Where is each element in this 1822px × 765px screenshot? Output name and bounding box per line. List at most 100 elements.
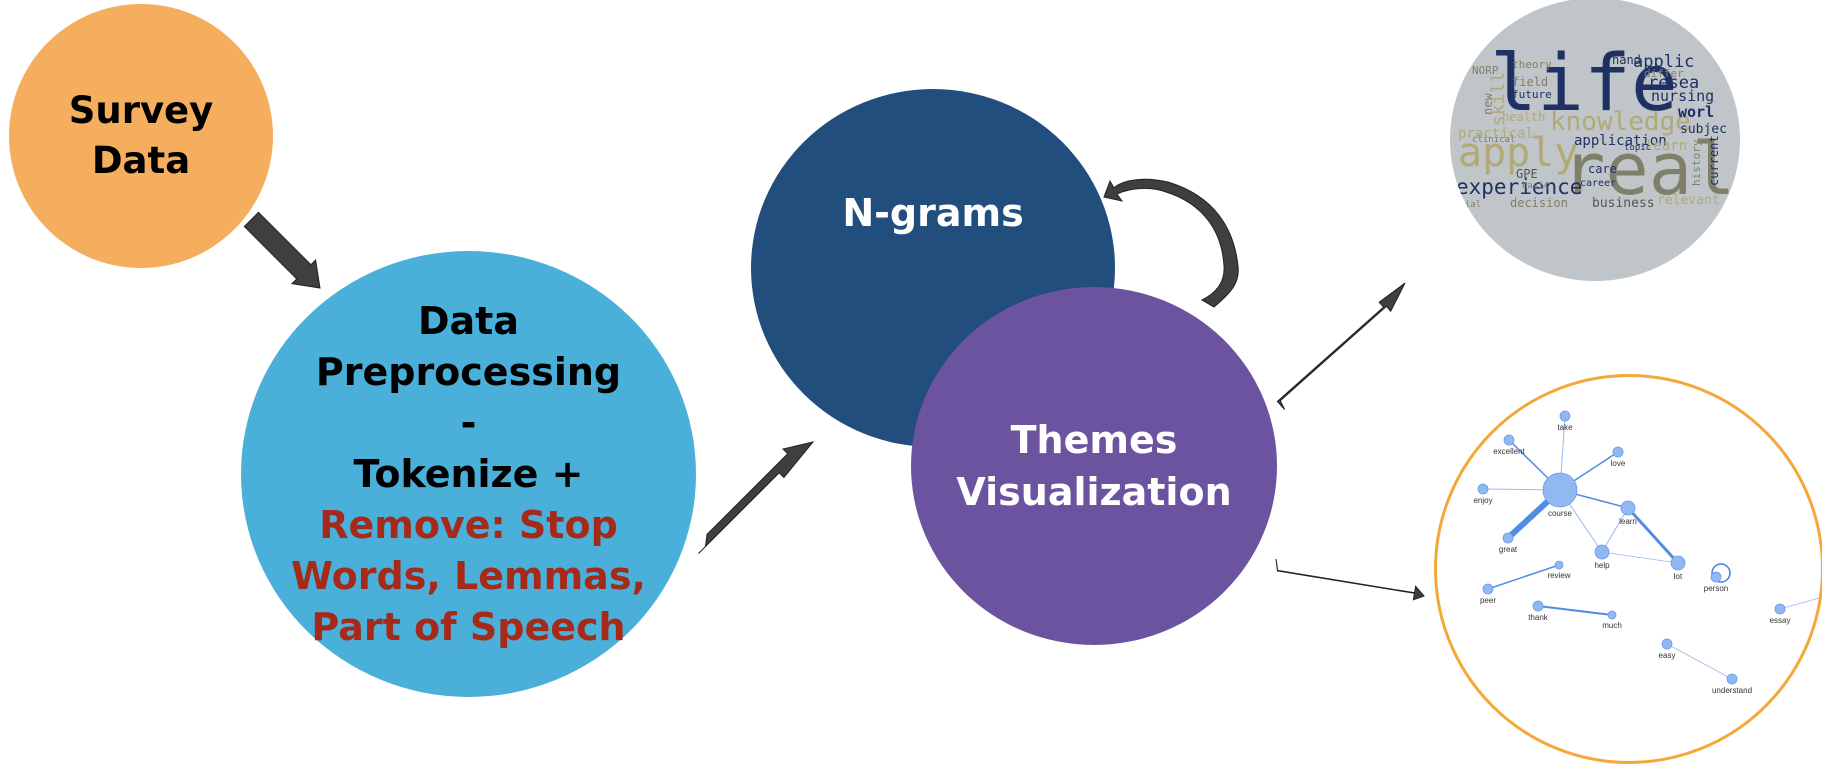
network-node-love [1612, 446, 1624, 458]
word-decision: decision [1510, 196, 1568, 210]
network-node-course [1542, 472, 1578, 508]
word-career: career [1580, 178, 1616, 189]
edge-review-peer [1487, 564, 1560, 590]
word-norp: NORP [1472, 64, 1499, 77]
word-field: field [1512, 75, 1548, 89]
edge-thank-much [1537, 605, 1613, 616]
network-label-essay: essay [1770, 616, 1791, 625]
word-applic: applic [1633, 52, 1694, 72]
word-life: life [1490, 39, 1678, 129]
preprocessing-title-line2: Preprocessing [315, 349, 622, 394]
word-basic: basic [1522, 181, 1549, 191]
word-worl: worl [1678, 103, 1714, 121]
word-differ: differ [1644, 67, 1684, 80]
edge-learn-help [1601, 507, 1629, 553]
preprocessing-step-tokenize: Tokenize + [353, 451, 584, 496]
word-subjec: subjec [1680, 122, 1727, 137]
network-label-course: course [1548, 509, 1573, 518]
word-business: business [1592, 196, 1655, 211]
edge-person-self-loop [1711, 563, 1731, 583]
word-current: current [1707, 135, 1721, 186]
network-node-person [1710, 571, 1722, 583]
network-label-lot: lot [1674, 572, 1683, 581]
word-relevant: relevant [1657, 193, 1720, 208]
themes-label-line2: Visualization [956, 470, 1232, 514]
preprocessing-step-remove-line2: Words, Lemmas, [291, 553, 646, 598]
network-node-great [1502, 532, 1514, 544]
word-topic: topic [1624, 143, 1651, 153]
survey-label-line2: Data [91, 139, 191, 182]
word-nursing: nursing [1651, 87, 1714, 105]
network-node-lot [1670, 555, 1686, 571]
edge-help-lot [1601, 551, 1679, 564]
arrow-survey-to-preprocessing [243, 211, 321, 289]
network-label-learn: learn [1619, 517, 1637, 526]
preprocessing-step-remove-line1: Remove: Stop [319, 502, 618, 547]
word-ecial: ecial [1454, 200, 1481, 210]
data-preprocessing-node: Data Preprocessing - Tokenize + Remove: … [241, 251, 696, 697]
word-learn: learn [1645, 138, 1687, 154]
word-history: history [1690, 139, 1703, 186]
network-label-excellent: excellent [1493, 447, 1525, 456]
preprocessing-step-remove-line3: Part of Speech [311, 604, 626, 649]
word-real: real [1562, 127, 1735, 211]
ngrams-label: N-grams [842, 191, 1024, 235]
network-node-learn [1620, 500, 1636, 516]
network-label-love: love [1611, 459, 1626, 468]
network-label-review: review [1547, 571, 1570, 580]
word-theory: theory [1512, 58, 1552, 71]
network-label-easy: easy [1659, 651, 1676, 660]
network-node-help [1594, 544, 1610, 560]
arrow-themes-to-network [1275, 558, 1425, 601]
word-care: care [1588, 162, 1617, 176]
network-node-enjoy [1477, 483, 1489, 495]
preprocessing-separator: - [460, 400, 477, 445]
survey-label-line1: Survey [68, 89, 214, 132]
network-label-peer: peer [1480, 596, 1496, 605]
network-node-peer [1482, 583, 1494, 595]
arrow-preprocessing-to-ngrams [698, 441, 815, 554]
word-experience: experience [1456, 175, 1582, 199]
network-node-review [1554, 560, 1564, 570]
word-skill: skill [1488, 72, 1509, 126]
network-node-excellent [1503, 434, 1515, 446]
network-label-enjoy: enjoy [1473, 496, 1492, 505]
network-node-easy [1661, 638, 1673, 650]
network-label-understand: understand [1712, 686, 1752, 695]
network-node-thank [1532, 600, 1544, 612]
network-label-thank: thank [1528, 613, 1549, 622]
network-label-much: much [1602, 621, 1622, 630]
word-apply: apply [1458, 130, 1578, 176]
word-health: health [1502, 110, 1545, 124]
word-hand: hand [1612, 53, 1641, 67]
word-future: future [1512, 88, 1552, 101]
word-knowledge: knowledge [1550, 107, 1691, 137]
survey-data-node: Survey Data [9, 4, 273, 268]
network-label-person: person [1704, 584, 1728, 593]
preprocessing-title-line1: Data [418, 298, 519, 343]
word-new: new [1481, 93, 1495, 115]
network-label-help: help [1594, 561, 1610, 570]
arrow-themes-to-wordcloud [1276, 282, 1406, 410]
network-node-take [1559, 410, 1571, 422]
network-label-take: take [1557, 423, 1573, 432]
network-graph-svg: coursetakeexcellentloveenjoylearngreathe… [1473, 410, 1821, 695]
word-resea: resea [1648, 73, 1699, 93]
word-application: application [1574, 133, 1667, 149]
network-node-understand [1726, 673, 1738, 685]
network-node-essay [1774, 603, 1786, 615]
word-practical: practical [1458, 126, 1534, 142]
themes-visualization-node: Themes Visualization [911, 287, 1277, 645]
word-gpe: GPE [1516, 167, 1538, 181]
edge-essay-offscreen [1779, 597, 1821, 610]
network-node-much [1607, 610, 1617, 620]
word-clinical: clinical [1472, 135, 1515, 145]
edge-easy-understand [1666, 643, 1733, 680]
themes-label-line1: Themes [1010, 418, 1178, 462]
arrow-themes-to-ngrams-loop [1103, 178, 1239, 308]
